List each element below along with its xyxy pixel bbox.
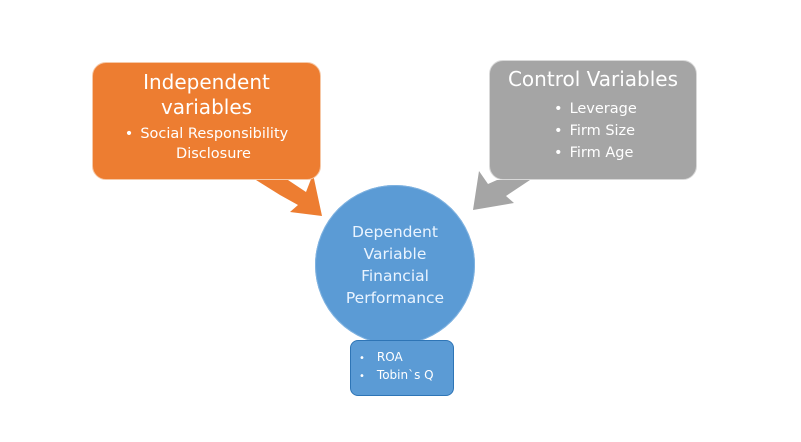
independent-item-line-1: Social Responsibility xyxy=(140,126,289,142)
performance-measures-box: • ROA • Tobin`s Q xyxy=(350,340,454,396)
bullet-icon: • xyxy=(554,123,563,139)
performance-measure-item: • ROA xyxy=(359,349,453,367)
bullet-icon: • xyxy=(124,126,134,142)
control-item-label: Leverage xyxy=(569,101,637,117)
performance-measure-item: • Tobin`s Q xyxy=(359,367,453,385)
control-variable-item: • Leverage xyxy=(554,98,696,120)
independent-item-line-2: Disclosure xyxy=(176,146,251,162)
control-item-label: Firm Size xyxy=(569,123,636,139)
bullet-icon: • xyxy=(554,101,563,117)
independent-variables-list: • Social Responsibility Disclosure xyxy=(93,124,320,164)
measure-label: ROA xyxy=(376,350,403,364)
independent-title-line-1: Independent xyxy=(143,70,270,94)
measure-label: Tobin`s Q xyxy=(376,368,434,382)
dependent-variable-circle: Dependent Variable Financial Performance xyxy=(315,185,475,345)
control-variables-box: Control Variables • Leverage • Firm Size •… xyxy=(489,60,697,180)
independent-variables-box: Independent variables • Social Responsibi… xyxy=(92,62,321,180)
independent-to-dependent-arrow xyxy=(256,174,322,216)
independent-variables-title: Independent variables xyxy=(93,70,320,120)
control-to-dependent-arrow xyxy=(473,171,530,210)
control-variables-title: Control Variables xyxy=(507,67,679,91)
control-item-label: Firm Age xyxy=(569,145,634,161)
independent-variable-item: • Social Responsibility Disclosure xyxy=(93,124,320,164)
dependent-label-line-4: Performance xyxy=(345,289,445,307)
control-variable-item: • Firm Size xyxy=(554,120,696,142)
dependent-label-line-1: Dependent xyxy=(352,223,438,241)
independent-title-line-2: variables xyxy=(160,95,253,119)
dependent-label-line-3: Financial xyxy=(361,267,429,285)
control-variable-item: • Firm Age xyxy=(554,142,696,164)
bullet-icon: • xyxy=(359,371,365,382)
performance-measures-list: • ROA • Tobin`s Q xyxy=(359,349,453,385)
bullet-icon: • xyxy=(554,145,563,161)
dependent-label-line-2: Variable xyxy=(363,245,427,263)
bullet-icon: • xyxy=(359,353,365,364)
control-variables-list: • Leverage • Firm Size • Firm Age xyxy=(554,98,696,164)
